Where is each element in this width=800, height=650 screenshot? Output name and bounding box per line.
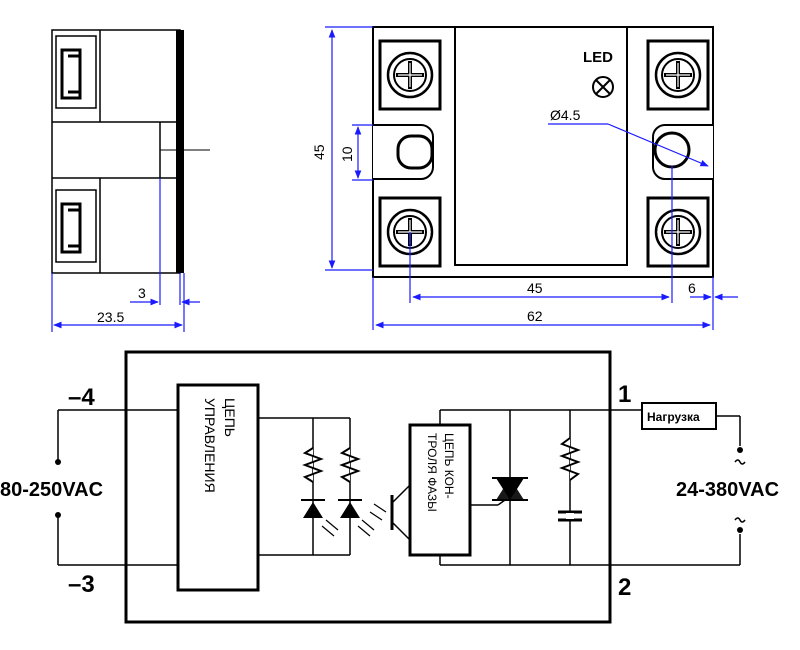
input-voltage-label: 80-250VAC (0, 479, 103, 501)
hole-diameter-label: Ø4.5 (550, 107, 581, 123)
control-circuit-block (176, 383, 260, 592)
phototransistor-icon (369, 484, 411, 541)
load-label: Нагрузка (647, 410, 700, 424)
led-2-icon (338, 499, 375, 537)
load-block (641, 402, 717, 430)
top-view: LED Ø4.5 45 10 45 6 62 (311, 26, 738, 330)
side-view: 3 23.5 (51, 29, 210, 332)
dim-edge: 6 (688, 280, 696, 296)
screw-terminal-4-icon (378, 39, 442, 111)
phase-control-line2: ТРОЛЯ ФАЗЫ (425, 433, 439, 512)
screw-terminal-2-icon (646, 196, 710, 268)
led-1-icon (301, 499, 339, 537)
control-circuit-line1: ЦЕПЬ (222, 398, 238, 437)
dim-width: 62 (527, 308, 543, 324)
control-circuit-line2: УПРАВЛЕНИЯ (202, 398, 218, 493)
triac-icon (492, 477, 528, 506)
pin-1-label: 1 (618, 381, 631, 408)
pin-4-label: –4 (68, 384, 95, 411)
led-label: LED (583, 49, 613, 66)
dim-thickness: 3 (138, 285, 146, 301)
pin-3-label: –3 (68, 571, 95, 598)
output-voltage-label: 24-380VAC (676, 479, 779, 501)
schematic: –4 –3 80-250VAC ЦЕПЬ УПРАВЛЕНИЯ (0, 350, 779, 624)
phase-control-block (408, 423, 472, 557)
dim-hole-spacing: 45 (527, 280, 543, 296)
phase-control-line1: ЦЕПЬ КОН- (442, 433, 456, 499)
dim-slot: 10 (339, 146, 355, 162)
pin-2-label: 2 (618, 574, 631, 601)
screw-terminal-1-icon (646, 39, 710, 111)
dim-depth: 23.5 (97, 309, 124, 325)
dim-height: 45 (311, 144, 327, 160)
